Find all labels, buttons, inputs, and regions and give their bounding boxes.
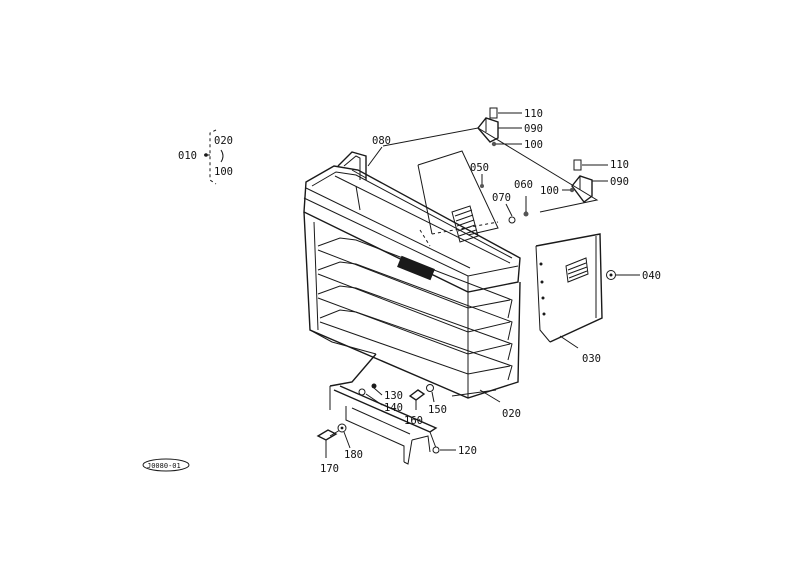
part-label-090-lower: 090 <box>610 176 629 188</box>
part-label-030: 030 <box>582 353 601 365</box>
part-label-160: 160 <box>404 415 423 427</box>
part-label-060: 060 <box>514 179 533 191</box>
part-label-100-lower: 100 <box>540 185 559 197</box>
panel-vent <box>451 205 479 243</box>
diagram-code: J0080-01 <box>147 462 181 470</box>
part-label-110-lower: 110 <box>610 159 629 171</box>
hinge-bracket-lower <box>562 159 608 203</box>
bolt-150-160 <box>408 384 435 410</box>
part-label-130: 130 <box>384 390 403 402</box>
part-label-080: 080 <box>372 135 391 147</box>
part-label-110-upper: 110 <box>524 108 543 120</box>
bottom-bracket <box>329 353 456 465</box>
part-label-kit-020: 020 <box>214 135 233 147</box>
part-label-050: 050 <box>470 162 489 174</box>
leader-lines <box>367 146 579 403</box>
side-cover-030 <box>535 233 603 343</box>
part-label-090-upper: 090 <box>524 123 543 135</box>
part-label-170: 170 <box>320 463 339 475</box>
top-bracket-080 <box>337 151 367 211</box>
part-label-020: 020 <box>502 408 521 420</box>
part-label-180: 180 <box>344 449 363 461</box>
fasteners-050-070 <box>480 174 529 224</box>
hinge-bracket-upper <box>477 107 522 147</box>
kit-bracket <box>204 129 224 185</box>
part-label-100-upper: 100 <box>524 139 543 151</box>
diagram-code-stamp: J0080-01 <box>142 458 190 472</box>
front-grille-020 <box>303 165 521 399</box>
part-label-040: 040 <box>642 270 661 282</box>
nut-040 <box>606 270 640 280</box>
part-label-150: 150 <box>428 404 447 416</box>
rear-panel <box>382 127 599 247</box>
bolt-170-washer-180 <box>316 423 351 458</box>
part-label-070: 070 <box>492 192 511 204</box>
part-label-010: 010 <box>178 150 197 162</box>
part-label-120: 120 <box>458 445 477 457</box>
part-label-140: 140 <box>384 402 403 414</box>
part-label-kit-100: 100 <box>214 166 233 178</box>
side-vent <box>565 257 589 283</box>
